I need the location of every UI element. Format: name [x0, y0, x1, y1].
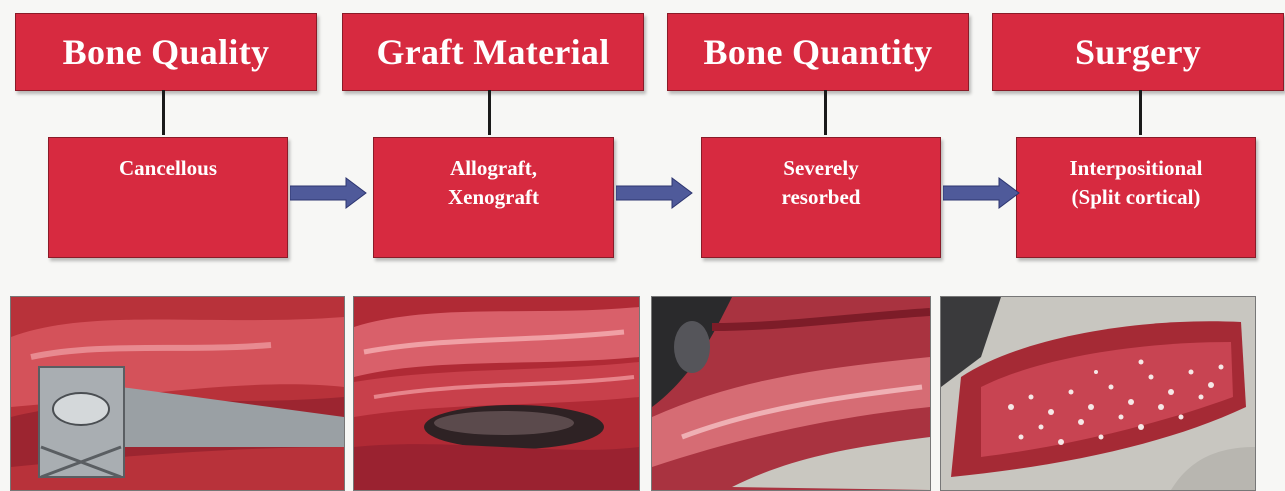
photo-graft-material: [353, 296, 640, 491]
detail-line: (Split cortical): [1017, 183, 1255, 212]
photo-interpositional-graft: [940, 296, 1256, 491]
detail-line: Xenograft: [374, 183, 613, 212]
header-surgery: Surgery: [992, 13, 1284, 91]
arrow-right-icon: [616, 176, 694, 210]
arrow-right-icon: [290, 176, 368, 210]
header-graft-material-label: Graft Material: [376, 31, 609, 73]
detail-box-bone-quantity: Severely resorbed: [701, 137, 941, 258]
detail-line: resorbed: [702, 183, 940, 212]
detail-line: Allograft,: [374, 154, 613, 183]
connector-graft-material: [488, 90, 491, 135]
header-bone-quantity: Bone Quantity: [667, 13, 969, 91]
header-bone-quality-label: Bone Quality: [63, 31, 270, 73]
arrow-right-icon: [943, 176, 1021, 210]
header-graft-material: Graft Material: [342, 13, 644, 91]
connector-surgery: [1139, 90, 1142, 135]
detail-line: Cancellous: [49, 154, 287, 183]
detail-line: Interpositional: [1017, 154, 1255, 183]
photo-cancellous-bone: [10, 296, 345, 491]
connector-bone-quantity: [824, 90, 827, 135]
header-surgery-label: Surgery: [1075, 31, 1201, 73]
header-bone-quality: Bone Quality: [15, 13, 317, 91]
photo-resorbed-bone: [651, 296, 931, 491]
detail-box-graft-material: Allograft, Xenograft: [373, 137, 614, 258]
detail-box-bone-quality: Cancellous: [48, 137, 288, 258]
header-bone-quantity-label: Bone Quantity: [704, 31, 933, 73]
detail-line: Severely: [702, 154, 940, 183]
connector-bone-quality: [162, 90, 165, 135]
detail-box-surgery: Interpositional (Split cortical): [1016, 137, 1256, 258]
